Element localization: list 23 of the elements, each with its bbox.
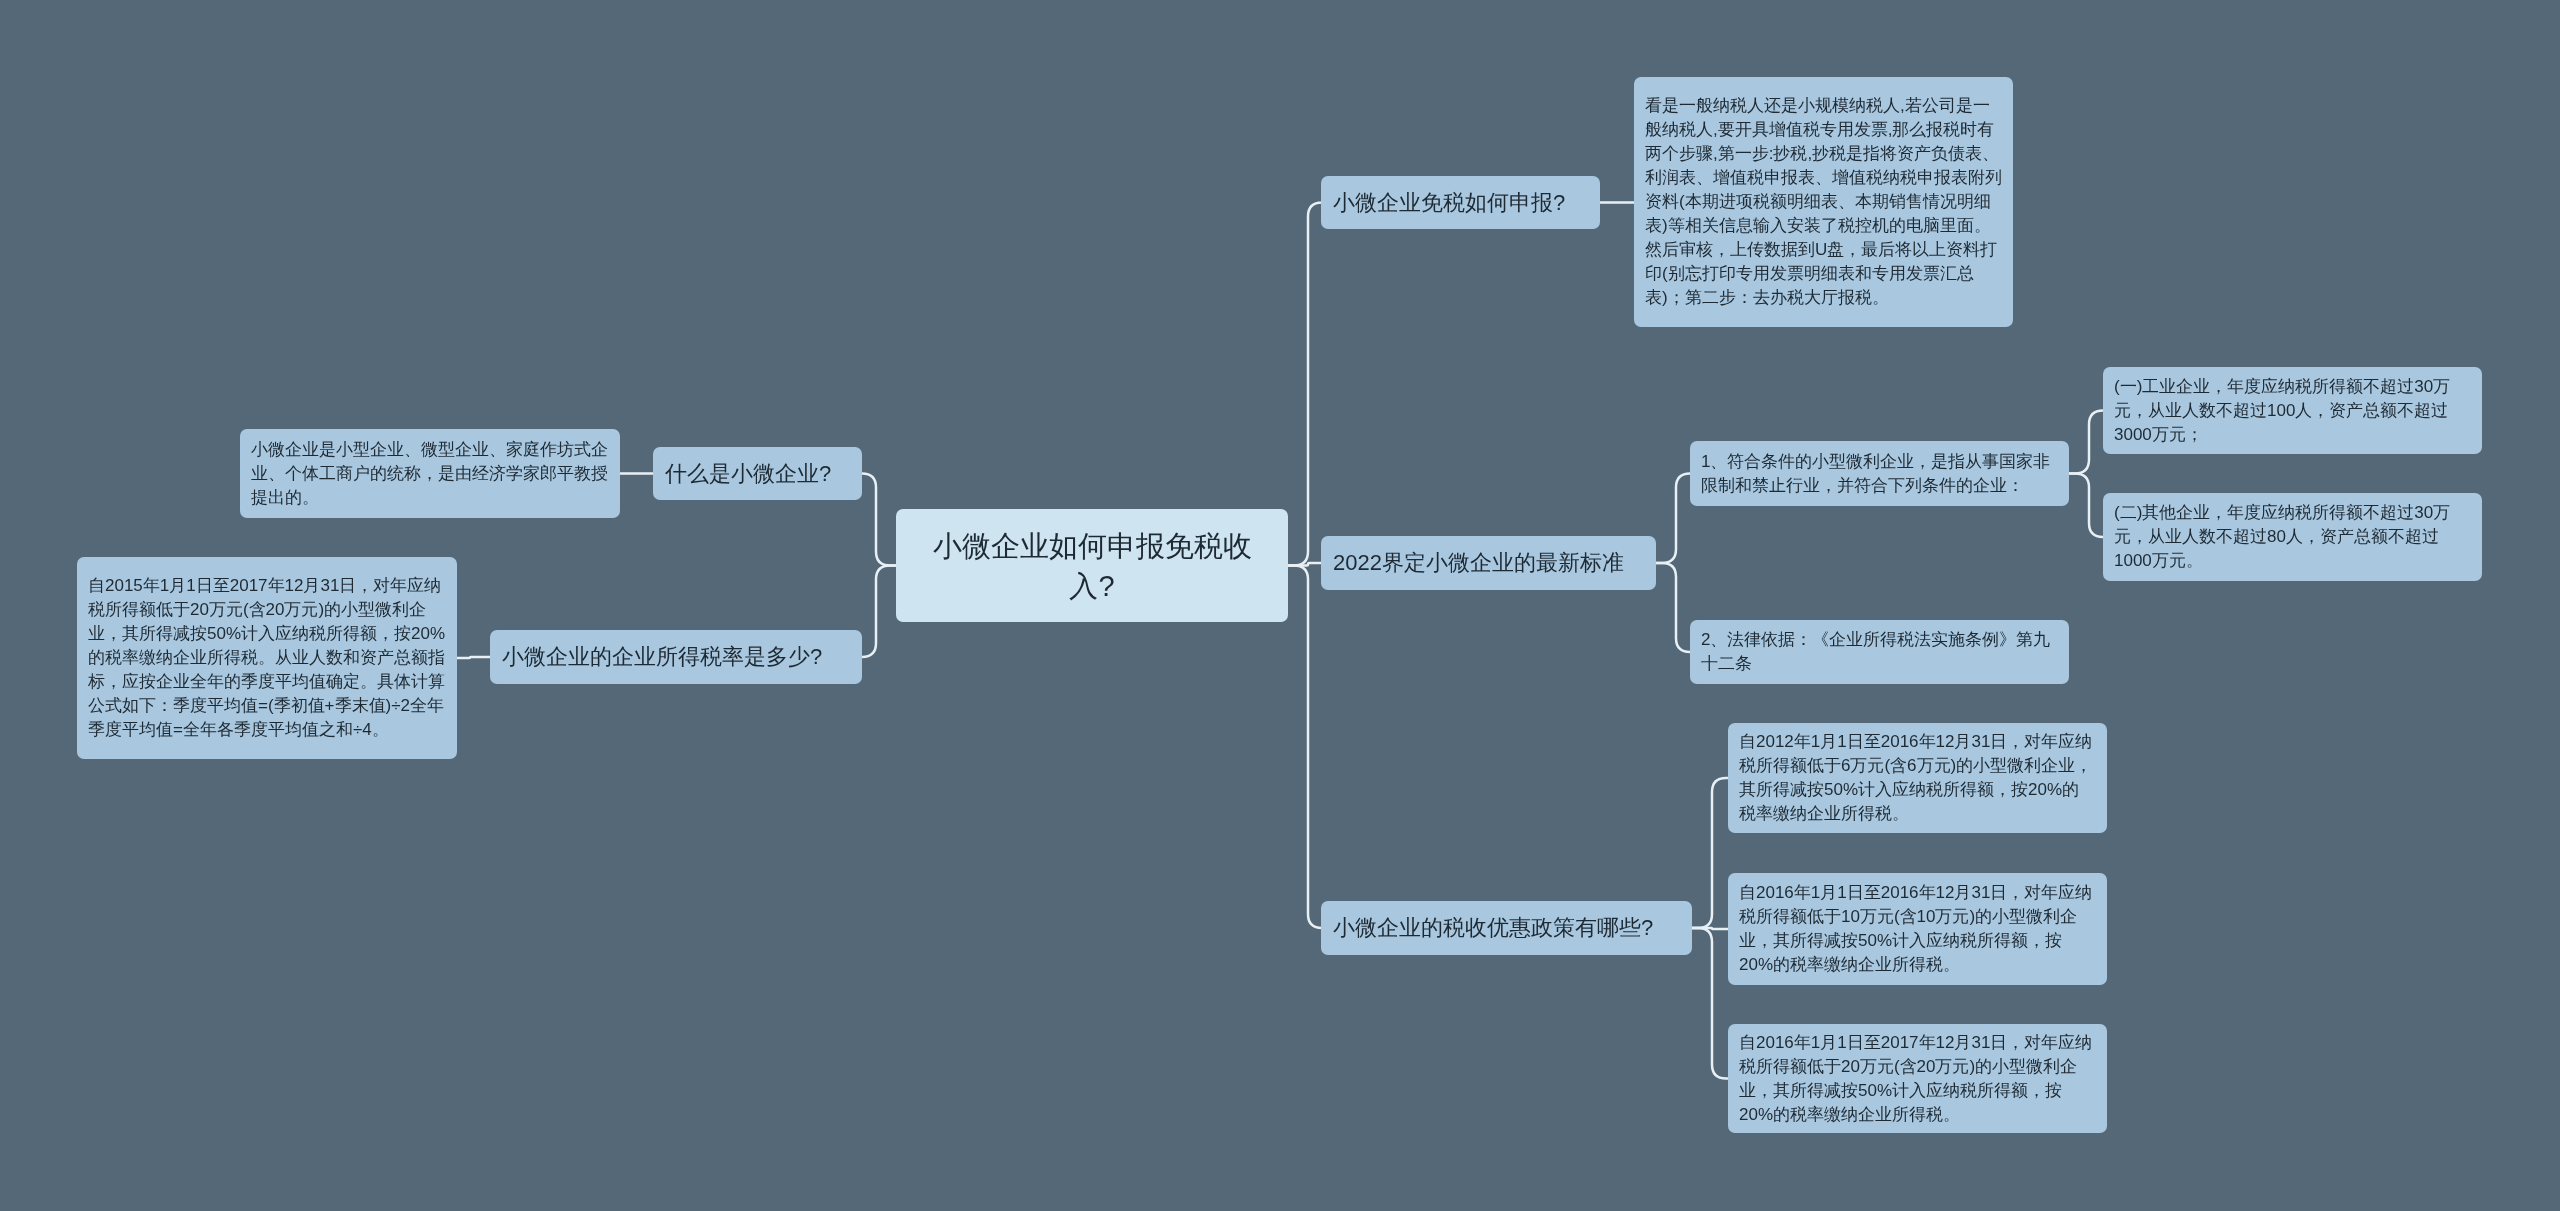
connector-line	[620, 472, 653, 475]
topic-box: 小微企业的税收优惠政策有哪些?	[1321, 901, 1692, 955]
central-topic: 小微企业如何申报免税收入?	[896, 509, 1288, 622]
text-card: (一)工业企业，年度应纳税所得额不超过30万元，从业人数不超过100人，资产总额不超过3000万元；	[2103, 367, 2482, 454]
text-card: 自2016年1月1日至2017年12月31日，对年应纳税所得额低于20万元(含20万元)的小型微利企业，其所得减按50%计入应纳税所得额，按20%的税率缴纳企业所得税。	[1728, 1024, 2107, 1133]
topic-box: 小微企业的企业所得税率是多少?	[490, 630, 862, 684]
text-card: 自2012年1月1日至2016年12月31日，对年应纳税所得额低于6万元(含6万元)的小型微利企业，其所得减按50%计入应纳税所得额，按20%的税率缴纳企业所得税。	[1728, 723, 2107, 833]
text-card: (二)其他企业，年度应纳税所得额不超过30万元，从业人数不超过80人，资产总额不超过1000万元。	[2103, 493, 2482, 581]
topic-box: 什么是小微企业?	[653, 447, 862, 500]
connector-line	[457, 655, 490, 660]
text-card: 看是一般纳税人还是小规模纳税人,若公司是一般纳税人,要开具增值税专用发票,那么报税时有两个步骤,第一步:抄税,抄税是指将资产负债表、利润表、增值税申报表、增值税纳税申报表附列资料(本期进项税额明细表、本期销售情况明细表)等相关信息输入安装了税控机的电脑里面。然后审核，上传数据到U盘，最后将以上资料打印(别忘打印专用发票明细表和专用发票汇总表)；第二步：去办税大厅报税。	[1634, 77, 2013, 327]
connector-line	[1656, 561, 1692, 654]
connector-line	[2069, 472, 2105, 539]
text-card: 2、法律依据：《企业所得税法实施条例》第九十二条	[1690, 620, 2069, 684]
topic-box: 小微企业免税如何申报?	[1321, 176, 1600, 229]
text-card: 自2015年1月1日至2017年12月31日，对年应纳税所得额低于20万元(含20万元)的小型微利企业，其所得减按50%计入应纳税所得额，按20%的税率缴纳企业所得税。从业人数和资产总额指标，应按企业全年的季度平均值确定。具体计算公式如下：季度平均值=(季初值+季末值)÷2全年季度平均值=全年各季度平均值之和÷4。	[77, 557, 457, 759]
connector-line	[1692, 926, 1728, 1080]
text-card: 自2016年1月1日至2016年12月31日，对年应纳税所得额低于10万元(含10万元)的小型微利企业，其所得减按50%计入应纳税所得额，按20%的税率缴纳企业所得税。	[1728, 873, 2107, 985]
text-card: 小微企业是小型企业、微型企业、家庭作坊式企业、个体工商户的统称，是由经济学家郎平教授提出的。	[240, 429, 620, 518]
connector-line	[860, 564, 896, 659]
text-card: 1、符合条件的小型微利企业，是指从事国家非限制和禁止行业，并符合下列条件的企业：	[1690, 441, 2069, 506]
connector-line	[1600, 201, 1634, 204]
topic-box: 2022界定小微企业的最新标准	[1321, 536, 1656, 590]
